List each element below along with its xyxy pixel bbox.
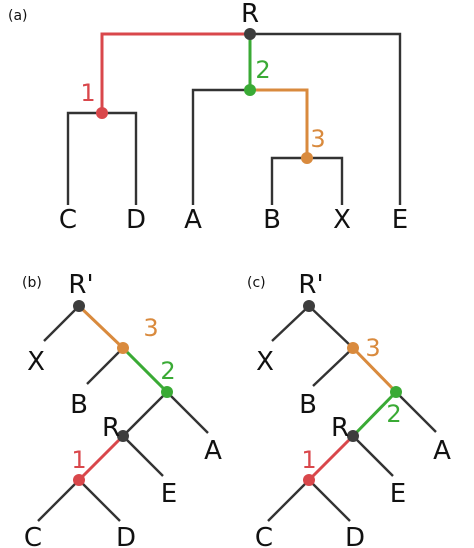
edge-root-to-e [250, 32, 402, 205]
edge-node2-to-node3 [250, 88, 309, 158]
edge-root-to-node1 [100, 32, 250, 113]
root-prime-node [73, 300, 85, 312]
edge-n3-to-b [86, 347, 124, 385]
leaf-a: A [204, 436, 222, 466]
leaf-b: B [70, 390, 88, 420]
node-1-label: 1 [80, 79, 95, 107]
edge-n2-to-a [166, 391, 209, 434]
node-2 [161, 386, 173, 398]
node-3-label: 3 [365, 334, 380, 362]
edge-n1-to-d [308, 479, 351, 522]
edge-r-to-n1 [77, 434, 125, 482]
edge-rp-to-n3 [77, 304, 125, 350]
node-1-label: 1 [71, 446, 86, 474]
inner-root-label: R [102, 413, 120, 443]
edge-n3-to-n2 [121, 346, 169, 394]
leaf-d: D [126, 205, 146, 235]
leaf-x: X [333, 205, 351, 235]
leaf-c: C [24, 523, 42, 548]
leaf-b: B [299, 390, 317, 420]
edge-n1-to-c [37, 479, 80, 522]
panel-c-black-edges [267, 305, 437, 522]
root-node [117, 430, 129, 442]
root-node [244, 28, 256, 40]
node-2-label: 2 [255, 56, 270, 84]
edge-rp-to-n3 [308, 305, 354, 349]
leaf-e: E [392, 205, 408, 235]
leaf-x: X [27, 347, 45, 377]
inner-root-label: R [331, 413, 349, 443]
leaf-x: X [256, 347, 274, 377]
edge-n1-to-c [267, 479, 310, 522]
node-2-label: 2 [386, 400, 401, 428]
edge-rp-to-x [271, 305, 310, 342]
root-prime-node [303, 300, 315, 312]
panel-c-label: (c) [247, 275, 266, 291]
panel-b-label: (b) [22, 275, 42, 291]
node-1 [96, 107, 108, 119]
panel-c: (c) R' R 3 2 1 X B A E C D [247, 270, 451, 548]
root-node [347, 430, 359, 442]
leaf-e: E [390, 479, 406, 509]
leaf-b: B [263, 205, 281, 235]
edge-node2-to-a [191, 88, 250, 205]
node-3 [117, 342, 129, 354]
node-2 [244, 84, 256, 96]
root-prime-label: R' [298, 270, 323, 300]
edge-rp-to-x [43, 305, 80, 342]
node-3-label: 3 [310, 125, 325, 153]
panel-b-black-edges [37, 305, 209, 522]
edge-node3-children [270, 156, 344, 205]
root-label: R [241, 0, 259, 29]
edge-n2-to-r [122, 391, 168, 437]
root-prime-label: R' [68, 270, 93, 300]
node-1 [73, 474, 85, 486]
node-1 [303, 474, 315, 486]
node-2 [390, 386, 402, 398]
node-2-label: 2 [160, 357, 175, 385]
leaf-a: A [433, 436, 451, 466]
edge-n3-to-b [312, 347, 354, 387]
panel-b: (b) R' R 3 2 1 X B A E C D [22, 270, 222, 548]
edge-node1-children [66, 111, 138, 205]
edge-r-to-e [122, 435, 164, 477]
panel-a-label: (a) [8, 8, 28, 24]
node-3-label: 3 [143, 314, 158, 342]
edge-n3-to-n2 [351, 346, 398, 394]
leaf-e: E [161, 479, 177, 509]
edge-n2-to-r [351, 390, 398, 438]
edge-n1-to-d [78, 479, 121, 522]
leaf-c: C [255, 523, 273, 548]
node-3 [347, 342, 359, 354]
leaf-a: A [184, 205, 202, 235]
edge-r-to-n1 [307, 434, 355, 482]
panel-a: (a) R 1 2 3 C D A B X E [8, 0, 408, 235]
node-1-label: 1 [301, 446, 316, 474]
edge-n2-to-a [395, 391, 437, 433]
node-3 [301, 152, 313, 164]
leaf-c: C [59, 205, 77, 235]
leaf-d: D [345, 523, 365, 548]
leaf-d: D [116, 523, 136, 548]
panel-a-black-edges [66, 32, 402, 205]
edge-r-to-e [352, 435, 394, 477]
